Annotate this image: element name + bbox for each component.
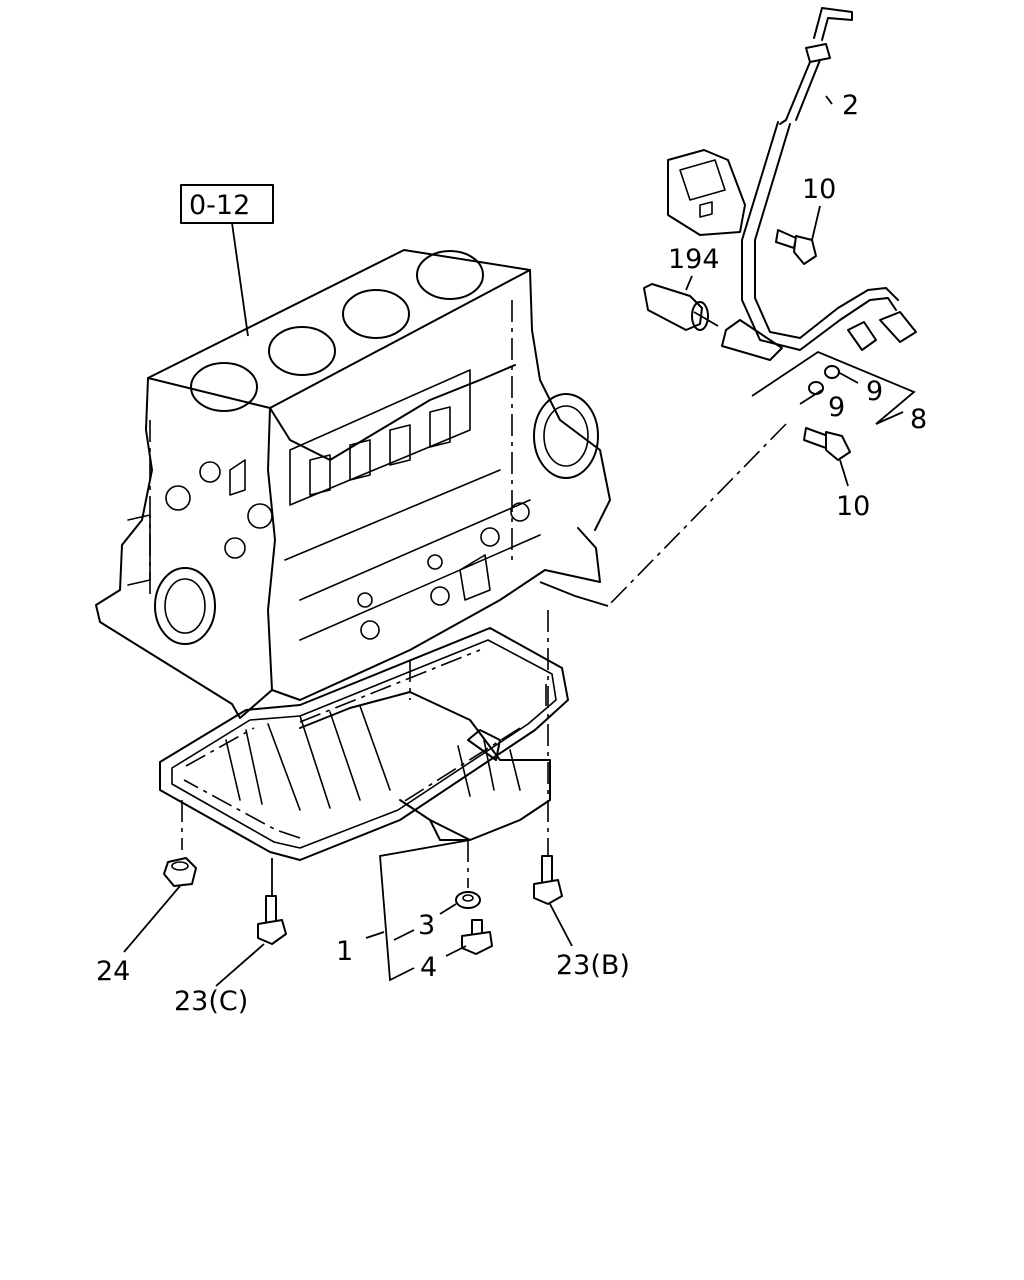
callout-8: 8 <box>910 404 927 435</box>
dipstick-assembly <box>539 7 917 607</box>
callout-2: 2 <box>842 90 859 121</box>
washer-3 <box>439 891 481 915</box>
bolt-23c <box>215 858 287 987</box>
callout-1: 1 <box>336 936 353 967</box>
callout-9-b: 9 <box>828 392 845 423</box>
fasteners <box>123 839 573 987</box>
callout-23c: 23(C) <box>174 986 248 1017</box>
callout-9-a: 9 <box>866 376 883 407</box>
reference-box: 0-12 <box>180 184 274 337</box>
engine-block <box>95 249 611 719</box>
drain-plug-4 <box>445 919 493 957</box>
callout-labels: 2 10 194 9 9 8 10 1 3 4 24 23(C) 23(B) <box>96 90 927 1017</box>
callout-194: 194 <box>668 244 720 275</box>
nut-24 <box>123 857 197 953</box>
callout-10-lower: 10 <box>836 491 870 522</box>
callout-24: 24 <box>96 956 130 987</box>
callout-10-upper: 10 <box>802 174 836 205</box>
callout-23b: 23(B) <box>556 950 630 981</box>
callout-3: 3 <box>418 910 435 941</box>
callout-4: 4 <box>420 952 437 983</box>
bolt-23b <box>533 855 573 947</box>
oil-pan <box>159 610 569 888</box>
reference-box-label: 0-12 <box>189 190 250 221</box>
